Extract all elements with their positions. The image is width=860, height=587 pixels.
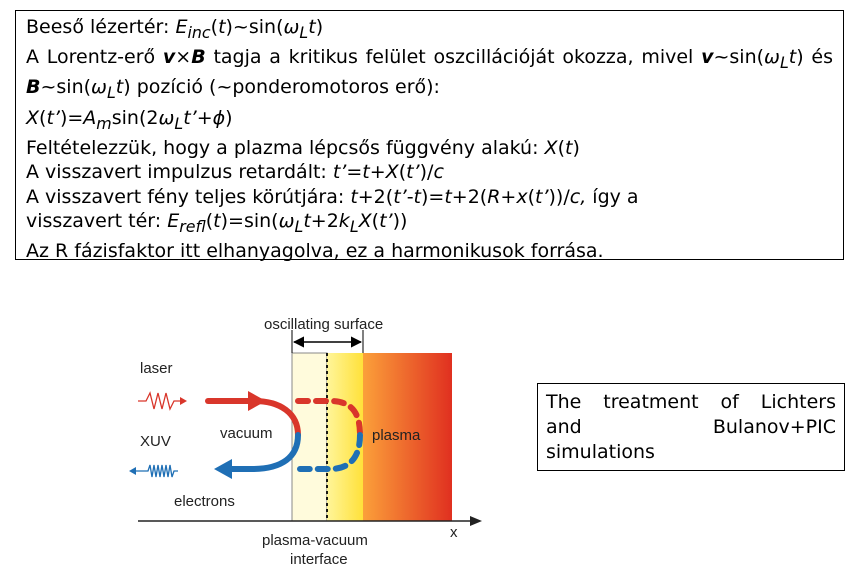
plasma-label: plasma — [372, 427, 421, 444]
incident-field-line: Beeső lézertér: Einc(t)~sin(ωLt) — [26, 16, 324, 42]
note-line-2: and Bulanov+PIC — [546, 416, 836, 438]
laser-label: laser — [140, 360, 173, 377]
electrons-label: electrons — [174, 493, 235, 510]
red-curve — [251, 398, 301, 438]
blue-curve — [227, 432, 301, 472]
round-trip-paragraph: A visszavert fény teljes körútjára: t+2(… — [26, 185, 639, 236]
interface-label-line1: plasma-vacuum — [262, 532, 368, 549]
simulation-note-box: The treatment of Lichters and Bulanov+PI… — [537, 383, 845, 471]
laser-wave-arrowhead — [180, 397, 187, 405]
retarded-pulse-line: A visszavert impulzus retardált: t’=t+X(… — [26, 161, 444, 184]
returning-electron-arrowhead — [214, 459, 232, 479]
plasma-region — [363, 353, 452, 521]
xuv-wave — [136, 464, 178, 478]
xuv-label: XUV — [140, 433, 171, 450]
laser-wave — [138, 391, 180, 411]
interface-label-line2: interface — [290, 551, 348, 568]
lorentz-force-paragraph: A Lorentz-erő v×B tagja a kritikus felül… — [26, 46, 833, 133]
x-axis-label: x — [450, 524, 458, 541]
note-line-1: The treatment of Lichters — [546, 391, 836, 413]
x-axis-arrowhead — [470, 516, 482, 526]
xuv-arrowhead — [129, 467, 136, 475]
red-dashed-curve — [295, 398, 363, 438]
vacuum-label: vacuum — [220, 425, 273, 442]
explanation-text-box: Beeső lézertér: Einc(t)~sin(ωLt) A Loren… — [15, 10, 844, 263]
oscillating-surface-diagram: oscillating surface laser XUV vacuum pla… — [129, 316, 482, 568]
oscillating-surface-label: oscillating surface — [264, 316, 383, 333]
step-function-line: Feltételezzük, hogy a plazma lépcsős füg… — [26, 136, 580, 159]
note-line-3: simulations — [546, 441, 655, 463]
blue-dashed-curve — [297, 432, 363, 472]
phase-factor-line: Az R fázisfaktor itt elhanyagolva, ez a … — [26, 240, 604, 263]
